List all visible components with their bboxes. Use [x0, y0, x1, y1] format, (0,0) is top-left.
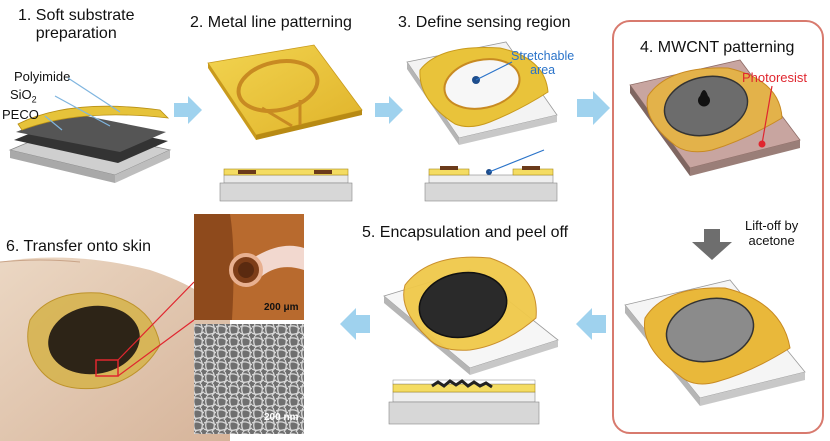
step2-title: 2. Metal line patterning [190, 14, 352, 31]
scale-bar-200nm: 200 nm [264, 412, 299, 423]
step3-sensing-region [406, 41, 558, 202]
step6-title: 6. Transfer onto skin [6, 238, 151, 255]
arrow-2-to-3 [375, 96, 403, 124]
step4-panel-border [612, 20, 824, 434]
arrow-1-to-2 [174, 96, 202, 124]
label-stretchable-line1: Stretchable [511, 49, 575, 63]
label-liftoff: Lift-off by acetone [745, 218, 798, 248]
step4-liftoff-chip [624, 279, 806, 406]
arrow-4-down [692, 229, 732, 260]
label-sio2: SiO2 [10, 87, 37, 105]
label-sio2-text: SiO [10, 87, 32, 102]
arrow-5-to-6 [340, 308, 370, 340]
label-stretchable-line2: area [530, 63, 556, 78]
step3-title: 3. Define sensing region [398, 14, 571, 31]
step1-title-line2: preparation [35, 25, 117, 43]
label-liftoff-line2: acetone [748, 233, 795, 248]
step4-photoresist-chip [629, 59, 801, 176]
step2-metal-lines [207, 44, 363, 202]
arrow-4-to-5 [576, 308, 606, 340]
step1-title: 1. Soft substrate preparation [18, 7, 135, 44]
step4-title: 4. MWCNT patterning [640, 39, 795, 56]
inset-sem-image [194, 324, 304, 434]
step1-title-line1: 1. Soft substrate [18, 7, 135, 24]
inset-optical-image [194, 214, 304, 320]
step6-skin-photo [0, 257, 230, 441]
label-sio2-subscript: 2 [31, 94, 37, 105]
label-liftoff-line1: Lift-off by [745, 218, 799, 233]
arrow-3-to-4 [577, 91, 610, 125]
step5-encapsulation [383, 256, 559, 425]
label-polyimide: Polyimide [14, 69, 71, 84]
step5-title: 5. Encapsulation and peel off [362, 224, 569, 241]
label-photoresist: Photoresist [742, 70, 808, 85]
label-peco: PECO [2, 107, 39, 122]
scale-bar-200um: 200 μm [264, 302, 299, 313]
label-stretchable-area: Stretchable area [511, 49, 574, 78]
step1-substrate-stack [8, 77, 172, 183]
